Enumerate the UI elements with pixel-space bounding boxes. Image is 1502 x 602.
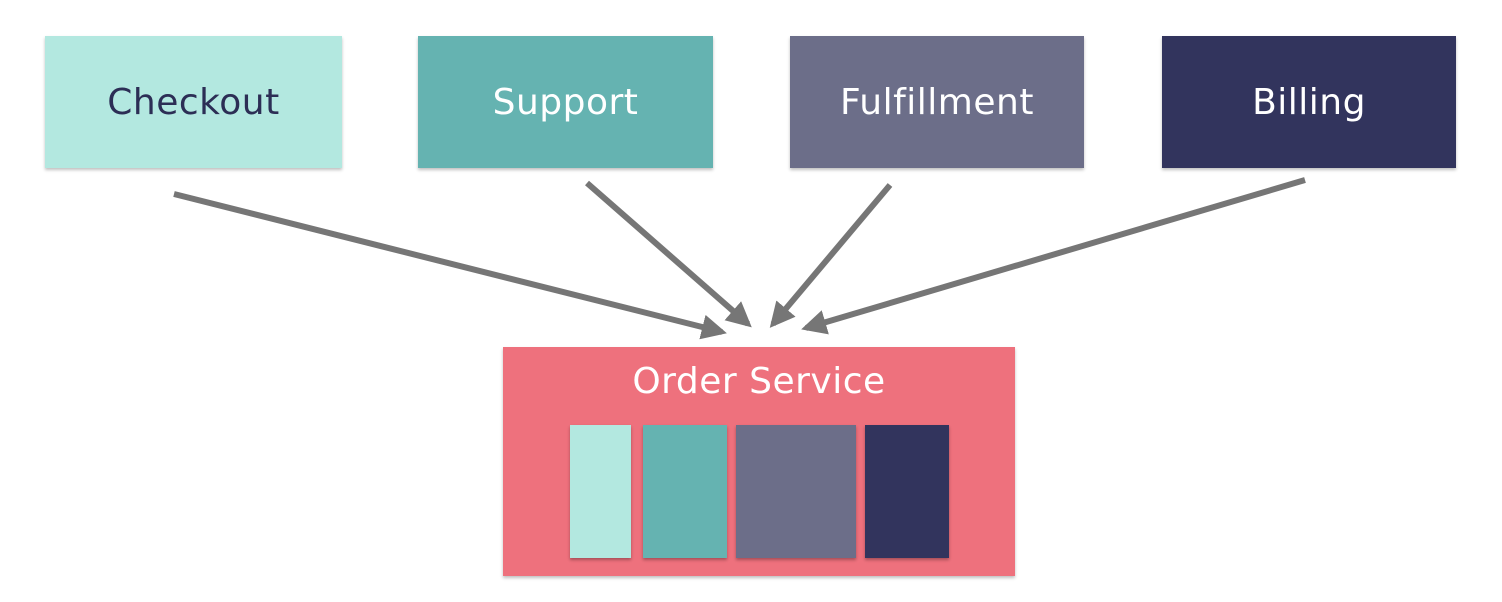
support-label: Support [492, 81, 639, 123]
support-module [643, 425, 727, 558]
arrow-checkout-to-order-service [173, 191, 727, 340]
fulfillment-box: Fulfillment [790, 36, 1084, 168]
order-service-box: Order Service [503, 347, 1015, 576]
support-box: Support [418, 36, 713, 168]
arrow-billing-to-order-service [801, 177, 1306, 335]
arrow-support-to-order-service [585, 180, 752, 328]
fulfillment-module [736, 425, 856, 558]
checkout-box: Checkout [45, 36, 342, 168]
checkout-module [570, 425, 631, 558]
arrow-fulfillment-to-order-service [769, 183, 893, 328]
checkout-label: Checkout [107, 81, 280, 123]
billing-box: Billing [1162, 36, 1456, 168]
fulfillment-label: Fulfillment [840, 81, 1034, 123]
order-service-title: Order Service [632, 361, 886, 402]
billing-module [865, 425, 949, 558]
billing-label: Billing [1252, 81, 1366, 123]
